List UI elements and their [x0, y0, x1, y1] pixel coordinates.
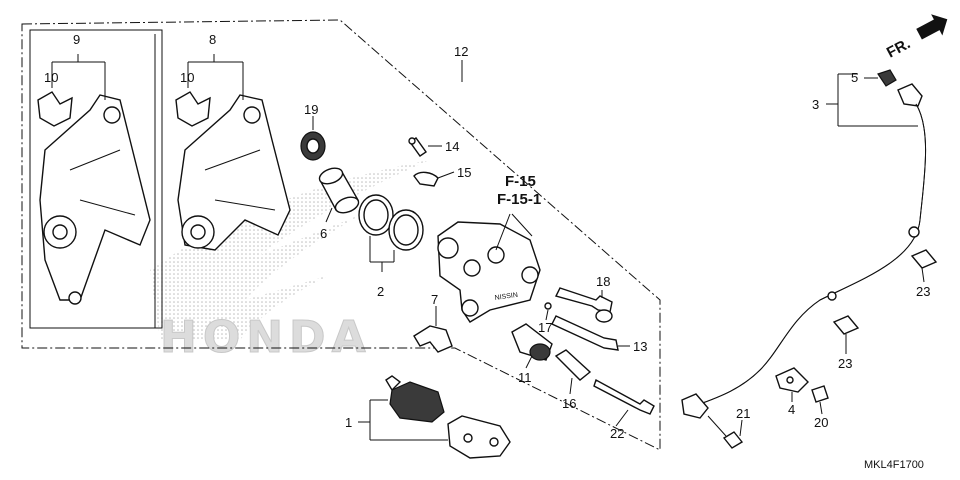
brake-pads-1	[385, 375, 511, 459]
callout-6: 6	[320, 226, 327, 241]
piston-6	[318, 167, 360, 214]
callout-1: 1	[345, 415, 352, 430]
honda-wing-watermark	[150, 160, 430, 340]
callout-21: 21	[736, 406, 750, 421]
callout-15: 15	[457, 165, 471, 180]
callout-4: 4	[788, 402, 795, 417]
callout-10b: 10	[180, 70, 194, 85]
callout-18: 18	[596, 274, 610, 289]
callout-13: 13	[633, 339, 647, 354]
reference-f15: F-15	[505, 173, 536, 190]
callout-17: 17	[538, 320, 552, 335]
grommet-5	[877, 69, 897, 87]
boot-11	[511, 323, 553, 361]
honda-watermark-text: HONDA	[160, 312, 372, 363]
svg-text:NISSIN: NISSIN	[494, 292, 518, 302]
callout-7: 7	[431, 292, 438, 307]
front-direction-label: FR.	[884, 35, 913, 61]
assembly-boundary	[21, 19, 661, 451]
bracket-9-box	[29, 29, 163, 329]
callout-12: 12	[454, 44, 468, 59]
bleed-valve-14	[408, 137, 427, 157]
callout-14: 14	[445, 139, 459, 154]
bolt-20	[811, 385, 829, 403]
pad-spring-10a	[37, 91, 73, 127]
callout-22: 22	[610, 426, 624, 441]
callout-10a: 10	[44, 70, 58, 85]
callout-3: 3	[812, 97, 819, 112]
sleeve-16	[554, 349, 592, 381]
caliper-bracket-8	[177, 94, 291, 251]
piston-seals-2	[358, 194, 424, 251]
clamp-23a	[910, 249, 938, 269]
callout-9: 9	[73, 32, 80, 47]
sensor-stay-4	[775, 367, 809, 393]
boot-19	[300, 131, 326, 161]
leader-lines	[51, 54, 925, 441]
pad-spring-10b	[175, 91, 211, 127]
callout-8: 8	[209, 32, 216, 47]
clamp-23b	[832, 315, 860, 335]
callout-19: 19	[304, 102, 318, 117]
slide-pin-18	[554, 287, 613, 323]
bleed-cap-15	[413, 171, 439, 187]
callout-16: 16	[562, 396, 576, 411]
wheel-speed-sensor-3	[681, 83, 927, 419]
bolt-22	[593, 378, 655, 415]
callout-2: 2	[377, 284, 384, 299]
bolt-21	[707, 415, 744, 449]
callout-23a: 23	[916, 284, 930, 299]
reference-f15-1: F-15-1	[497, 191, 541, 208]
front-direction-arrow	[916, 14, 948, 40]
callout-20: 20	[814, 415, 828, 430]
caliper-bracket-9	[39, 94, 151, 305]
callout-23b: 23	[838, 356, 852, 371]
pad-spring-7	[413, 325, 453, 353]
callout-5: 5	[851, 70, 858, 85]
diagram-code: MKL4F1700	[864, 459, 924, 471]
caliper-body: NISSIN	[437, 221, 541, 323]
clip-17	[544, 302, 552, 310]
slide-pin-13	[551, 315, 619, 351]
callout-11: 11	[518, 370, 532, 385]
